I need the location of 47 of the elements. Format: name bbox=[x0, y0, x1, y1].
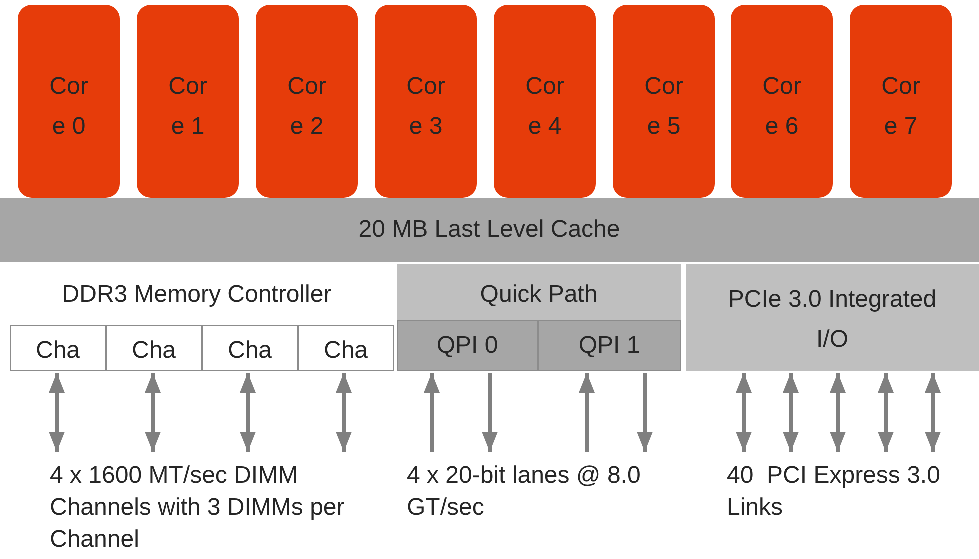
label-text: Core 7 bbox=[880, 72, 922, 142]
description-text: 4 x 20-bit lanes @ 8.0 GT/sec bbox=[407, 461, 642, 523]
label-text: Core 2 bbox=[286, 72, 328, 142]
label-text: Core 1 bbox=[168, 72, 208, 142]
link-box bbox=[538, 320, 681, 371]
arrow bbox=[240, 373, 256, 452]
label-text: Core 0 bbox=[48, 72, 90, 142]
arrow bbox=[145, 373, 161, 452]
arrow bbox=[482, 373, 498, 452]
arrow bbox=[49, 373, 65, 452]
description-text: 40 PCI Express 3.0 Links bbox=[727, 461, 942, 523]
arrow bbox=[736, 373, 752, 452]
label-text: Cha bbox=[132, 336, 176, 366]
interconnect-panel bbox=[397, 264, 681, 371]
label-text: PCIe 3.0 Integrated I/O bbox=[727, 285, 938, 355]
cache-bar bbox=[0, 198, 979, 262]
arrow bbox=[830, 373, 846, 452]
label-text: Core 5 bbox=[644, 72, 684, 142]
label-text: Core 4 bbox=[524, 72, 566, 142]
arrow bbox=[424, 373, 440, 452]
link-box bbox=[397, 320, 538, 371]
core-box bbox=[256, 5, 358, 198]
description-text: 4 x 1600 MT/sec DIMM Channels with 3 DIMMs per Channel bbox=[50, 461, 346, 555]
label-text: QPI 0 bbox=[436, 331, 498, 361]
arrow bbox=[878, 373, 894, 452]
io-panel bbox=[686, 264, 979, 371]
core-box bbox=[18, 5, 120, 198]
core-box bbox=[494, 5, 596, 198]
core-box bbox=[613, 5, 715, 198]
label-text: Cha bbox=[228, 336, 272, 366]
arrow bbox=[925, 373, 941, 452]
label-text: Quick Path bbox=[480, 280, 598, 310]
arrow bbox=[579, 373, 595, 452]
label-text: Cha bbox=[324, 336, 368, 366]
core-box bbox=[850, 5, 952, 198]
arrow bbox=[637, 373, 653, 452]
arrow bbox=[783, 373, 799, 452]
core-box bbox=[137, 5, 239, 198]
arrow bbox=[336, 373, 352, 452]
core-box bbox=[375, 5, 477, 198]
label-text: QPI 1 bbox=[578, 331, 640, 361]
label-text: Core 6 bbox=[762, 72, 802, 142]
label-text: Core 3 bbox=[406, 72, 446, 142]
label-text: Cha bbox=[36, 336, 80, 366]
label-text: 20 MB Last Level Cache bbox=[358, 215, 620, 245]
label-text: DDR3 Memory Controller bbox=[62, 280, 332, 310]
core-box bbox=[731, 5, 833, 198]
